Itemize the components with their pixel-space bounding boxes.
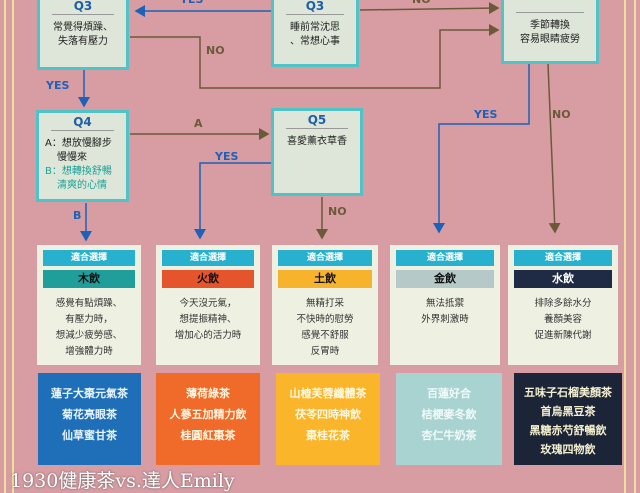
tea-list: 五味子石榴美顏茶首烏黑豆茶黑糖赤芍舒暢飲玫瑰四物飲	[514, 373, 622, 465]
card-description: 有壓力時，	[65, 314, 113, 325]
question-label: Q3	[286, 0, 344, 15]
tea-item: 玫瑰四物飲	[540, 443, 596, 456]
question-text: 睡前常沈思	[290, 22, 340, 33]
question-box-right: 季節轉換 容易眼睛疲勞	[501, 0, 599, 64]
a-label: A	[194, 117, 203, 130]
recommendation-card: 適合選擇火飲今天沒元氣， 想提振精神、增加心的活力時	[156, 245, 260, 365]
arrow-no	[359, 2, 500, 15]
tea-item: 人蔘五加精力飲	[169, 408, 247, 421]
arrow-yes	[194, 162, 272, 240]
card-description: 感覺不舒服	[301, 330, 349, 341]
card-description: 外界刺激時	[421, 314, 469, 325]
arrow-no	[547, 63, 561, 234]
tea-item: 茯苓四時神飲	[295, 408, 361, 421]
tea-list: 百蓮好合桔梗麥冬飲杏仁牛奶茶	[396, 373, 502, 465]
tea-list: 蓮子大棗元氣茶菊花亮眼茶仙草蜜甘茶	[38, 373, 141, 465]
card-description: 養顏美容	[543, 314, 582, 325]
question-text: 喜愛薰衣草香	[287, 136, 347, 147]
question-text: 季節轉換	[530, 20, 570, 31]
card-description: 想減少疲勞感、	[55, 330, 123, 341]
question-label	[516, 0, 584, 13]
card-description: 反胃時	[310, 346, 340, 357]
tea-item: 五味子石榴美顏茶	[524, 386, 612, 399]
question-text: 常覺得煩躁、	[53, 22, 113, 33]
tea-item: 黑糖赤芍舒暢飲	[529, 424, 607, 437]
arrow-yes	[433, 64, 530, 234]
border-decoration	[4, 0, 14, 493]
option-a: 慢慢來	[57, 152, 87, 163]
card-description: 增加心的活力時	[174, 330, 242, 341]
card-description: 想提振精神、	[179, 314, 237, 325]
tea-item: 山楂芙蓉纖體茶	[289, 387, 367, 400]
question-box-q4: Q4 A：想放慢腳步 慢慢來 B：想轉換舒暢 清爽的心情	[36, 110, 129, 202]
card-header: 適合選擇	[396, 250, 494, 266]
no-label: NO	[412, 0, 431, 6]
question-label: Q4	[51, 115, 114, 131]
b-label: B	[73, 209, 82, 222]
card-description: 今天沒元氣，	[179, 298, 237, 309]
tea-list: 薄荷綠茶人蔘五加精力飲桂圓紅棗茶	[156, 373, 260, 465]
tea-item: 桔梗麥冬飲	[421, 408, 477, 421]
card-description: 感覺有點煩躁、	[55, 298, 123, 309]
yes-label: YES	[474, 108, 498, 121]
tea-list: 山楂芙蓉纖體茶茯苓四時神飲棗桂花茶	[276, 373, 380, 465]
card-description: 排除多餘水分	[534, 298, 592, 309]
option-b: B：想轉換舒暢	[45, 166, 112, 177]
tea-item: 棗桂花茶	[306, 429, 350, 442]
card-description: 無精打采	[305, 298, 344, 309]
card-header: 適合選擇	[43, 250, 135, 266]
no-label: NO	[328, 205, 347, 218]
no-label: NO	[206, 44, 225, 57]
tea-item: 百蓮好合	[427, 387, 471, 400]
question-label: Q5	[286, 113, 348, 129]
card-description: 不快時的慰勞	[296, 314, 354, 325]
arrow-no	[130, 24, 500, 89]
card-header: 適合選擇	[514, 250, 612, 266]
recommendation-card: 適合選擇土飲無精打采不快時的慰勞感覺不舒服反胃時	[272, 245, 378, 365]
tea-item: 仙草蜜甘茶	[62, 429, 117, 442]
tea-item: 首烏黑豆茶	[540, 405, 596, 418]
recommendation-card: 適合選擇木飲感覺有點煩躁、有壓力時， 想減少疲勞感、增強體力時	[37, 245, 141, 365]
tea-item: 桂圓紅棗茶	[180, 429, 236, 442]
tea-item: 菊花亮眼茶	[62, 408, 117, 421]
element-badge: 土飲	[278, 270, 372, 288]
watermark: 1930健康茶vs.達人Emily	[10, 470, 235, 492]
yes-label: YES	[215, 150, 239, 163]
element-badge: 火飲	[162, 270, 254, 288]
border-decoration	[624, 0, 636, 493]
card-description: 無法抵禦	[425, 298, 464, 309]
option-a: A：想放慢腳步	[45, 138, 112, 149]
question-text: 失落有壓力	[58, 36, 108, 47]
tea-item: 杏仁牛奶茶	[421, 429, 477, 442]
tea-item: 薄荷綠茶	[186, 387, 230, 400]
question-box-q5: Q5 喜愛薰衣草香	[271, 108, 363, 196]
question-text: 容易眼睛疲勞	[520, 34, 580, 45]
card-header: 適合選擇	[162, 250, 254, 266]
recommendation-card: 適合選擇水飲排除多餘水分養顏美容促進新陳代謝	[508, 245, 618, 365]
element-badge: 水飲	[514, 270, 612, 288]
card-header: 適合選擇	[278, 250, 372, 266]
yes-label: YES	[180, 0, 203, 6]
yes-label: YES	[46, 79, 70, 92]
question-label: Q3	[52, 0, 114, 15]
question-text: 、常想心事	[290, 36, 340, 47]
no-label: NO	[552, 108, 571, 121]
element-badge: 木飲	[43, 270, 135, 288]
tea-item: 蓮子大棗元氣茶	[51, 387, 128, 400]
option-b: 清爽的心情	[57, 180, 107, 191]
card-description: 促進新陳代謝	[534, 330, 592, 341]
card-description: 增強體力時	[65, 346, 113, 357]
question-box-q3-center: Q3 睡前常沈思 、常想心事	[271, 0, 359, 67]
element-badge: 金飲	[396, 270, 494, 288]
recommendation-card: 適合選擇金飲無法抵禦外界刺激時	[390, 245, 500, 365]
question-box-q3-left: Q3 常覺得煩躁、 失落有壓力	[37, 0, 129, 70]
